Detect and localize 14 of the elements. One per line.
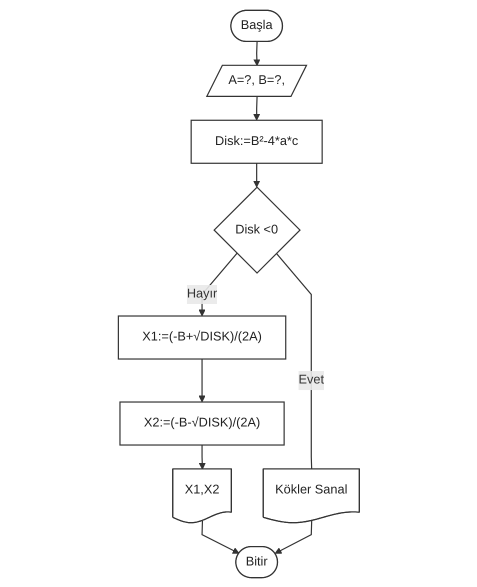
arrow [252, 162, 260, 187]
edge-label: Evet [298, 372, 324, 386]
arrow [201, 520, 240, 554]
arrow [252, 96, 260, 120]
node-box: X2:=(-B-√DISK)/(2A) [119, 400, 284, 446]
arrow [274, 520, 312, 554]
edge-label: Hayır [186, 286, 217, 300]
node-box: Disk:=B²-4*a*c [190, 119, 322, 164]
node-diamond: Disk <0 [212, 186, 300, 274]
arrow [198, 444, 206, 470]
node-box: X1:=(-B+√DISK)/(2A) [117, 314, 286, 360]
arrow [253, 41, 260, 66]
arrow [198, 358, 206, 402]
connector [276, 252, 312, 469]
